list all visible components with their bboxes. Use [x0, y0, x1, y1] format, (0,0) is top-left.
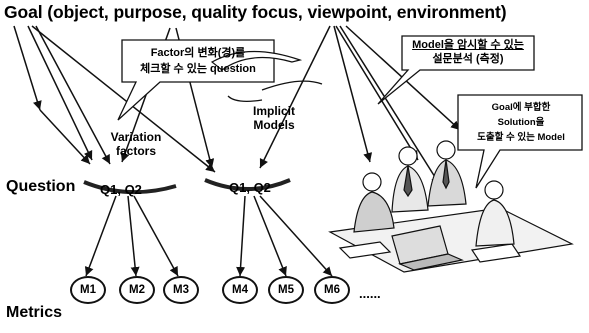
question-arc-1 [83, 180, 177, 195]
solution-callout-line1: Goal에 부합한 [491, 102, 551, 113]
metric-label: M2 [129, 284, 145, 296]
variation-factors-line1: Variation [110, 130, 162, 144]
people-meeting-illustration [328, 140, 574, 273]
solution-callout-line3: 도출할 수 있는 Model [477, 132, 565, 143]
factor-callout-line1: Factor의 변화(경)를 [150, 47, 246, 59]
model-callout-line1: Model을 암시할 수 있는 [412, 39, 524, 51]
metric-label: M6 [324, 284, 340, 296]
model-callout-line2: 설문분석 (측정) [432, 53, 504, 65]
metric-node-m2: M2 [119, 276, 155, 304]
solution-callout-shape [457, 94, 583, 189]
question-row-label: Question [6, 178, 76, 195]
metric-node-m3: M3 [163, 276, 199, 304]
curved-arrow-shape [210, 50, 303, 71]
metric-label: M1 [80, 284, 96, 296]
more-metrics-ellipsis: ...... [359, 286, 381, 301]
question-group-1-label: Q1, Q2 [100, 182, 142, 197]
metric-label: M5 [278, 284, 294, 296]
question-arc-2 [204, 178, 291, 191]
metric-node-m5: M5 [268, 276, 304, 304]
metric-node-m4: M4 [222, 276, 258, 304]
model-callout-shape [377, 35, 535, 105]
metrics-row-label: Metrics [6, 304, 63, 321]
question-group-2-label: Q1, Q2 [229, 180, 271, 195]
solution-callout-line2: Solution을 [497, 117, 545, 128]
metric-node-m6: M6 [314, 276, 350, 304]
factor-callout-line2: 체크할 수 있는 question [140, 63, 256, 75]
implicit-models-line2: Models [253, 118, 295, 132]
variation-factors-line2: factors [115, 144, 156, 158]
goal-title: Goal (object, purpose, quality focus, vi… [4, 2, 507, 22]
metric-label: M4 [232, 284, 248, 296]
metric-label: M3 [173, 284, 189, 296]
implicit-models-line1: Implicit [252, 104, 295, 118]
metric-node-m1: M1 [70, 276, 106, 304]
